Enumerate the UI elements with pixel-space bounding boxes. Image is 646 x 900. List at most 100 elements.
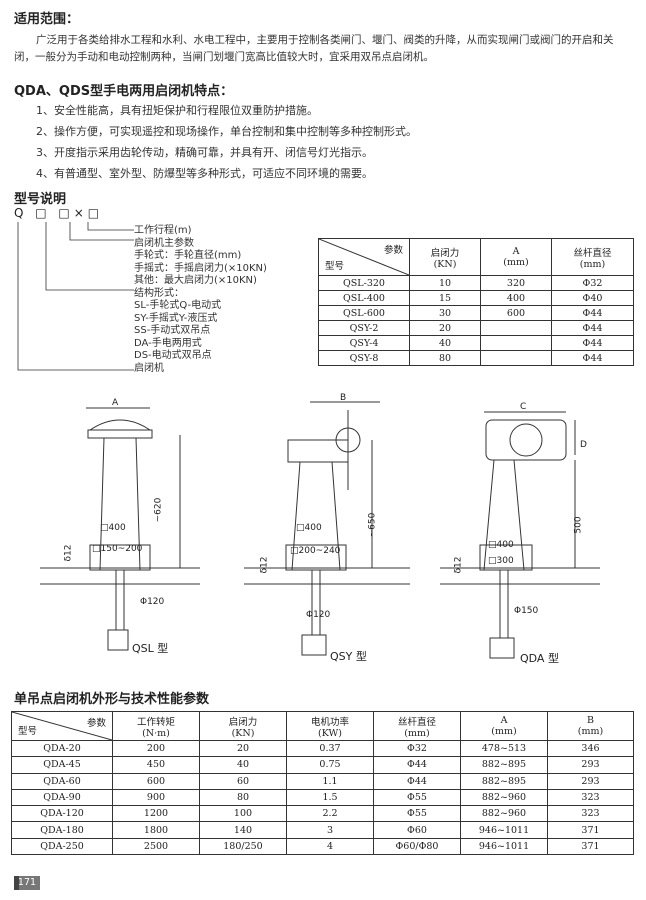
legend-line: 其他：最大启闭力(×10KN) bbox=[134, 275, 257, 286]
table-cell: 371 bbox=[547, 837, 634, 856]
table-cell: Φ44 bbox=[551, 350, 634, 366]
table-cell: 1.5 bbox=[286, 788, 374, 807]
col-header: B (mm) bbox=[547, 711, 634, 741]
qsy-square: □400 bbox=[296, 523, 322, 533]
table-cell: 40 bbox=[409, 335, 481, 351]
feature-item: 2、操作方便，可实现遥控和现场操作，单台控制和集中控制等多种控制形式。 bbox=[36, 125, 417, 138]
model-tree-lines bbox=[17, 222, 134, 371]
table-cell: Φ44 bbox=[373, 756, 461, 774]
feature-item: 4、有普通型、室外型、防爆型等多种形式，可适应不同环境的需要。 bbox=[36, 167, 373, 180]
table-cell: QDA-120 bbox=[11, 805, 113, 823]
table-cell: Φ60/Φ80 bbox=[373, 837, 461, 856]
scope-text: 广泛用于各类给排水工程和水利、水电工程中，主要用于控制各类闸门、堰门、阀类的升降… bbox=[14, 34, 614, 63]
features-heading: QDA、QDS型手电两用启闭机特点： bbox=[14, 84, 234, 99]
col-header: 工作转矩 (N·m) bbox=[112, 711, 200, 741]
qsy-label: QSY 型 bbox=[330, 650, 367, 663]
table-cell: Φ44 bbox=[551, 305, 634, 321]
table-cell: Φ44 bbox=[551, 320, 634, 336]
table-cell: 1.1 bbox=[286, 772, 374, 790]
legend-line: 手摇式：手摇启闭力(×10KN) bbox=[134, 262, 267, 274]
table-cell: 946~1011 bbox=[460, 821, 548, 839]
table-cell: Φ44 bbox=[551, 335, 634, 351]
table-cell: 450 bbox=[112, 756, 200, 774]
qsy-square2: □200~240 bbox=[290, 546, 341, 556]
table-corner: 参数 型号 bbox=[318, 238, 410, 276]
legend-line: DA-手电两用式 bbox=[134, 337, 202, 349]
table-cell: 320 bbox=[480, 275, 552, 291]
qsl-label: QSL 型 bbox=[132, 642, 169, 655]
table-cell: 371 bbox=[547, 821, 634, 839]
qda-d12: δ12 bbox=[453, 556, 464, 574]
qda-dim-c: C bbox=[520, 402, 527, 412]
legend-line: SY-手摇式Y-液压式 bbox=[134, 312, 218, 324]
qsl-square2: □150~200 bbox=[92, 544, 143, 554]
table-cell: 200 bbox=[112, 739, 200, 758]
table-cell: 882~960 bbox=[460, 805, 548, 823]
scope-heading: 适用范围： bbox=[14, 12, 80, 27]
table-corner: 参数 型号 bbox=[11, 711, 113, 741]
table-cell: 323 bbox=[547, 788, 634, 807]
table-cell: 600 bbox=[112, 772, 200, 790]
qsy-d12: δ12 bbox=[259, 556, 270, 574]
qda-dim-d: D bbox=[580, 440, 587, 450]
table-cell: 0.75 bbox=[286, 756, 374, 774]
table-cell: 30 bbox=[409, 305, 481, 321]
table-cell: 60 bbox=[199, 772, 287, 790]
legend-line: 启闭机 bbox=[134, 362, 164, 374]
table-cell: 882~895 bbox=[460, 772, 548, 790]
table-cell: QDA-20 bbox=[11, 739, 113, 758]
table-cell: 80 bbox=[199, 788, 287, 807]
table-cell: QSL-400 bbox=[318, 290, 410, 306]
qsl-phi: Φ120 bbox=[140, 597, 165, 607]
qda-height: 500 bbox=[573, 516, 584, 534]
legend-line: 结构形式： bbox=[134, 287, 184, 299]
table-cell bbox=[480, 335, 552, 351]
col-header: 启闭力 (KN) bbox=[409, 238, 481, 276]
feature-item: 3、开度指示采用齿轮传动，精确可靠，并具有开、闭信号灯光指示。 bbox=[36, 146, 373, 159]
qda-drawing bbox=[440, 411, 600, 659]
table-cell: 2.2 bbox=[286, 805, 374, 823]
table-cell: 80 bbox=[409, 350, 481, 366]
table-cell: QSL-320 bbox=[318, 275, 410, 291]
spec-table-large: 参数 型号 工作转矩 (N·m) 启闭力 (KN) 电机功率 (KW) 丝杆直径… bbox=[11, 711, 634, 856]
table-cell: 346 bbox=[547, 739, 634, 758]
legend-line: SL-手轮式Q-电动式 bbox=[134, 300, 222, 311]
table-cell: QDA-90 bbox=[11, 788, 113, 807]
col-header: A (mm) bbox=[480, 238, 552, 276]
qsy-phi: Φ120 bbox=[306, 610, 331, 620]
model-heading: 型号说明 bbox=[14, 192, 67, 207]
page-number-bar bbox=[14, 876, 19, 890]
qsl-dim-a: A bbox=[112, 398, 119, 408]
legend-line: DS-电动式双吊点 bbox=[134, 350, 212, 361]
table-cell: 10 bbox=[409, 275, 481, 291]
qsy-drawing bbox=[244, 401, 410, 656]
table-cell: 600 bbox=[480, 305, 552, 321]
table-cell: 293 bbox=[547, 772, 634, 790]
table-cell: 40 bbox=[199, 756, 287, 774]
table2-heading: 单吊点启闭机外形与技术性能参数 bbox=[14, 692, 210, 707]
qda-square: □400 bbox=[488, 540, 514, 550]
table-cell: 478~513 bbox=[460, 739, 548, 758]
page-number: 171 bbox=[14, 876, 40, 890]
qsl-drawing bbox=[40, 407, 200, 651]
table-cell: 323 bbox=[547, 805, 634, 823]
table-cell: Φ32 bbox=[551, 275, 634, 291]
col-header: 丝杆直径 (mm) bbox=[373, 711, 461, 741]
qda-label: QDA 型 bbox=[520, 652, 559, 665]
qda-phi: Φ150 bbox=[514, 606, 539, 616]
table-cell: Φ40 bbox=[551, 290, 634, 306]
qsy-dim-b: B bbox=[340, 393, 347, 403]
table-cell: 400 bbox=[480, 290, 552, 306]
col-header: 启闭力 (KN) bbox=[199, 711, 287, 741]
col-header: 电机功率 (KW) bbox=[286, 711, 374, 741]
table-cell: 2500 bbox=[112, 837, 200, 856]
table-cell: Φ55 bbox=[373, 805, 461, 823]
